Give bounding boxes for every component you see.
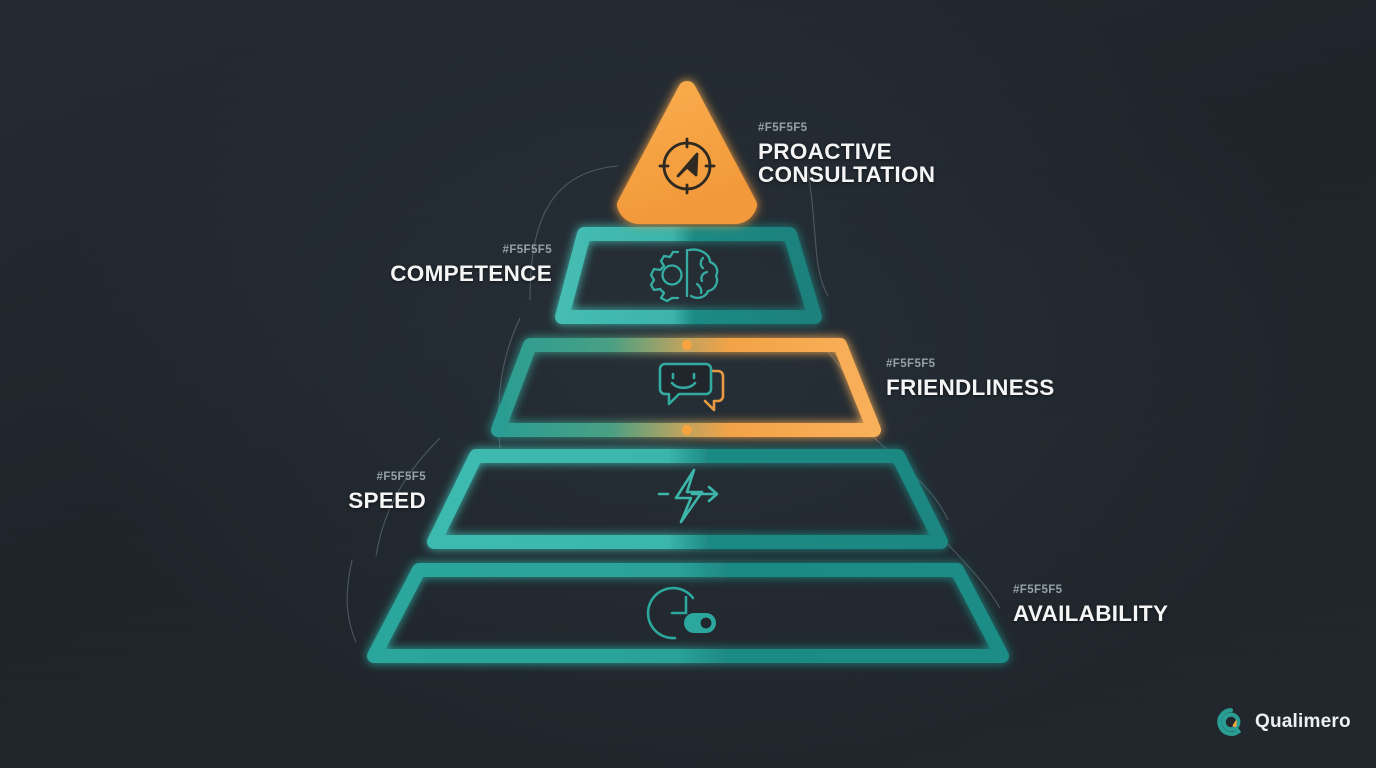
label-title-competence: COMPETENCE xyxy=(390,260,552,286)
brand-name: Qualimero xyxy=(1255,711,1351,732)
label-friendliness: #F5F5F5 FRIENDLINESS xyxy=(886,358,1055,399)
label-title-friendliness: FRIENDLINESS xyxy=(886,374,1055,400)
friendliness-shape xyxy=(491,338,881,437)
connector-speed-2 xyxy=(346,559,357,643)
connector-proactive-left xyxy=(529,165,619,301)
smiling-chat-bubbles-icon xyxy=(658,362,725,412)
connector-speed xyxy=(375,437,441,557)
pyramid-level-friendliness[interactable] xyxy=(491,338,881,437)
speed-shape xyxy=(427,449,948,549)
qualimero-q-logo xyxy=(1217,708,1242,736)
availability-shape xyxy=(367,563,1009,663)
proactive-triangle-shape xyxy=(617,81,757,224)
compass-icon xyxy=(658,137,716,195)
label-title-proactive-line2: CONSULTATION xyxy=(758,162,936,188)
lightning-arrow-icon xyxy=(657,468,719,524)
friendliness-accent-dot-top xyxy=(681,339,693,351)
label-code-availability: #F5F5F5 xyxy=(1013,584,1063,596)
clock-toggle-icon xyxy=(646,586,716,640)
label-code-friendliness: #F5F5F5 xyxy=(886,358,936,370)
label-speed: #F5F5F5 SPEED xyxy=(224,471,426,512)
pyramid-level-speed[interactable] xyxy=(427,449,948,549)
connector-friendliness-2 xyxy=(867,431,949,521)
label-title-speed: SPEED xyxy=(348,487,426,513)
label-code-proactive: #F5F5F5 xyxy=(758,122,808,134)
pyramid-level-proactive-consultation[interactable] xyxy=(617,81,757,224)
competence-shape xyxy=(555,227,822,324)
brand-logo: Qualimero xyxy=(1216,707,1351,737)
label-code-competence: #F5F5F5 xyxy=(502,244,552,256)
pyramid-level-availability[interactable] xyxy=(367,563,1009,663)
friendliness-accent-dot-bottom xyxy=(681,424,693,436)
pyramid-level-competence[interactable] xyxy=(555,227,822,324)
connector-availability xyxy=(943,539,1001,609)
label-proactive-consultation: #F5F5F5 PROACTIVE CONSULTATION xyxy=(758,122,935,187)
brain-gear-icon xyxy=(649,248,719,303)
connector-proactive-right xyxy=(807,171,829,297)
label-title-availability: AVAILABILITY xyxy=(1013,600,1169,626)
label-competence: #F5F5F5 COMPETENCE xyxy=(296,244,552,285)
label-title-proactive-line1: PROACTIVE xyxy=(758,138,892,164)
label-availability: #F5F5F5 AVAILABILITY xyxy=(1013,584,1168,625)
label-code-speed: #F5F5F5 xyxy=(376,471,426,483)
